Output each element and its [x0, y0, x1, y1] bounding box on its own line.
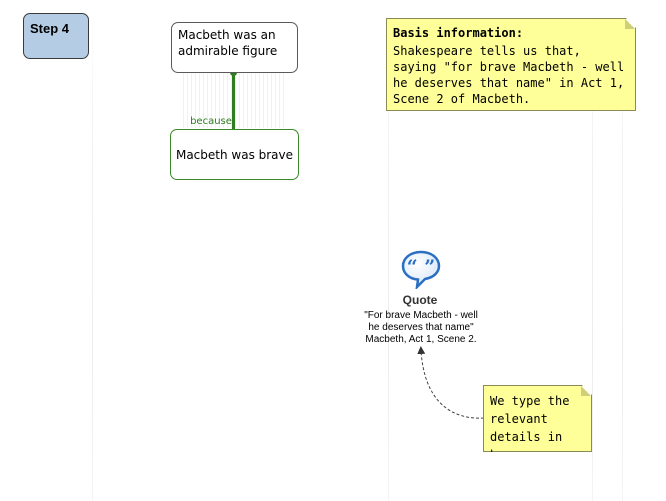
step-label: Step 4	[30, 21, 70, 36]
background-guide-line	[92, 0, 93, 501]
basis-note-title: Basis information:	[393, 26, 524, 40]
step-badge: Step 4	[23, 13, 89, 59]
basis-note-body: Shakespeare tells us that, saying "for b…	[393, 44, 625, 106]
quote-line: Macbeth, Act 1, Scene 2.	[365, 334, 477, 345]
tip-note-text: We type the relevant details in here.	[490, 394, 570, 462]
quote-line: he deserves that name"	[368, 322, 474, 333]
because-label: because	[190, 116, 232, 127]
because-connector[interactable]	[232, 73, 235, 129]
quote-speech-bubble-icon[interactable]: “ ”	[401, 249, 441, 294]
claim-text: Macbeth was an admirable figure	[178, 28, 278, 58]
background-guide-line	[388, 0, 389, 501]
reason-text: Macbeth was brave	[175, 147, 294, 162]
background-guide-line	[592, 0, 593, 501]
quote-title: Quote	[402, 293, 438, 307]
reason-box[interactable]: Macbeth was brave	[170, 129, 299, 180]
note-fold-corner	[581, 386, 591, 396]
claim-box[interactable]: Macbeth was an admirable figure	[171, 22, 298, 73]
background-guide-line	[622, 0, 623, 501]
tip-note[interactable]: We type the relevant details in here.	[483, 385, 592, 452]
svg-text:“ ”: “ ”	[407, 256, 435, 278]
basis-information-note[interactable]: Basis information: Shakespeare tells us …	[386, 18, 636, 111]
quote-line: "For brave Macbeth - well	[364, 310, 478, 321]
quote-text: "For brave Macbeth - well he deserves th…	[355, 310, 487, 346]
note-fold-corner	[625, 19, 635, 29]
